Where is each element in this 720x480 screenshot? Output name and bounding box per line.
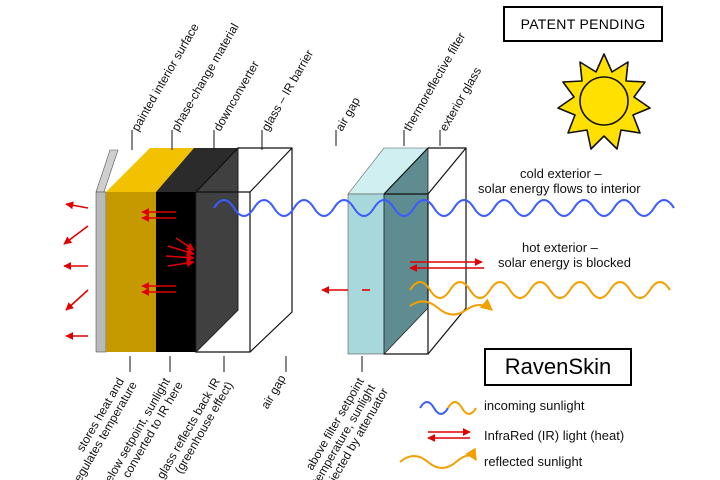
phase-change-top [106,148,194,192]
downconverter [156,192,196,352]
patent-pending-badge: PATENT PENDING [503,6,663,42]
phase-change-material [106,192,156,352]
thermoreflective-filter [347,193,385,355]
incoming-sunlight-wave-cold [213,199,675,217]
hot-exterior-note-line2: solar energy is blocked [498,255,631,270]
label-air-gap-bottom: air gap [258,372,289,411]
legend-incoming-orange-icon [447,401,477,415]
top-labels: painted interior surface phase-change ma… [128,21,484,150]
downconverter-top [156,148,238,192]
label-downconverter: downconverter [210,58,261,133]
bottom-labels: stores heat and regulates temperature be… [69,356,391,480]
sun-icon [557,53,651,150]
exterior-glass-box [383,147,467,355]
label-glass-ir: glass – IR barrier [258,47,316,133]
hot-exterior-note-line1: hot exterior – [522,240,599,255]
incoming-sunlight-wave-hot [409,281,671,299]
legend-incoming-label: incoming sunlight [484,398,585,413]
legend-infrared-label: InfraRed (IR) light (heat) [484,428,625,443]
ir-arrow [175,237,195,251]
legend-incoming-blue-icon [419,401,449,415]
legend-reflected-label: reflected sunlight [484,454,583,469]
reflected-sunlight-wave [409,298,493,316]
label-thermoreflective: thermoreflective filter [400,30,468,133]
ir-arrow [65,201,89,210]
ir-arrow [63,225,89,245]
glass-ir-barrier-box [195,147,293,353]
legend-reflected-icon [399,447,477,469]
ir-arrow [167,245,195,256]
painted-interior-front [95,191,107,353]
label-air-gap-top: air gap [332,94,363,133]
cold-exterior-note-line1: cold exterior – [520,166,602,181]
ir-arrow [167,259,195,268]
ir-arrows [63,201,484,340]
label-above-setpoint: above filter setpoint temperature, sunli… [298,373,391,480]
cold-exterior-note-line2: solar energy flows to interior [478,181,641,196]
wall-panel-stack [95,146,293,354]
exterior-stack [347,147,467,355]
label-painted-interior: painted interior surface [128,21,201,134]
ir-arrow [65,289,89,311]
legend [399,401,477,469]
ir-arrow [165,253,195,262]
brand-name: RavenSkin [484,348,632,386]
